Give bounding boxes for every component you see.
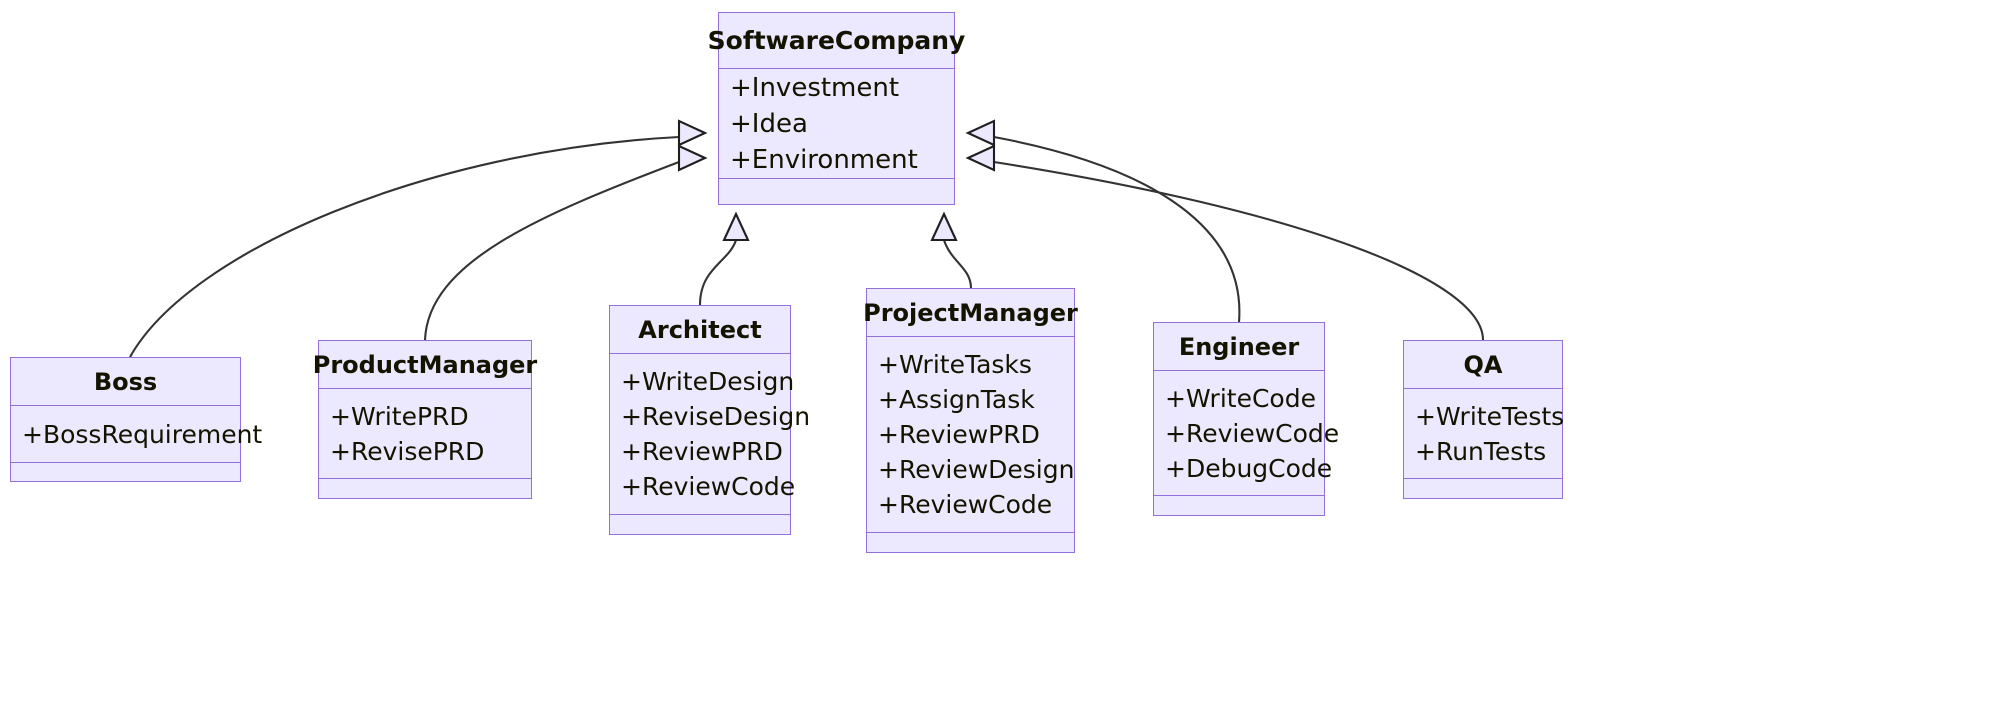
arrowhead-inheritance-qa [965,144,996,172]
class-attribute: +Investment [730,72,900,103]
class-title-software-company: SoftwareCompany [708,13,965,69]
arrowhead-inheritance-boss [677,119,708,147]
class-title-product-manager: ProductManager [313,341,537,389]
class-attribute: +ReviewCode [1165,418,1340,448]
class-attribute: +WriteTasks [878,350,1032,379]
class-node-architect[interactable]: Architect +WriteDesign +ReviseDesign +Revie… [609,305,811,535]
class-node-software-company[interactable]: SoftwareCompany+Investment +Idea +Environm… [708,12,965,205]
class-title-engineer: Engineer [1154,323,1324,371]
arrowhead-inheritance-product-manager [677,144,708,172]
class-methods-product-manager [319,479,531,498]
class-attribute: +WriteTests [1415,401,1565,431]
class-attributes-architect: +WriteDesign +ReviseDesign +ReviewPRD +Revi… [610,354,811,515]
class-attribute: +WriteCode [1165,383,1316,413]
class-attribute: +ReviewCode [621,472,796,501]
class-methods-architect [610,515,790,534]
class-attribute: +RevisePRD [330,436,485,466]
class-attribute: +ReviewCode [878,490,1053,519]
class-attribute: +Idea [730,108,808,139]
arrowhead-inheritance-architect [722,211,750,242]
class-attribute: +BossRequirement [22,419,263,449]
class-node-boss[interactable]: Boss +BossRequirement [10,357,263,482]
class-attribute: +WritePRD [330,401,469,431]
edge-architect-to-software-company [698,239,738,306]
class-attributes-product-manager: +WritePRD +RevisePRD [319,389,531,479]
class-methods-qa [1404,479,1562,498]
class-attribute: +ReviewPRD [621,437,783,466]
class-attributes-engineer: +WriteCode +ReviewCode +DebugCode [1154,371,1340,496]
class-node-project-manager[interactable]: ProjectManager +WriteTasks +AssignTask +Rev… [863,288,1078,553]
class-methods-project-manager [867,533,1074,552]
class-title-boss: Boss [11,358,240,406]
edge-boss-to-software-company [129,135,680,358]
edge-project-manager-to-software-company [942,239,973,289]
class-attribute: +WriteDesign [621,367,795,396]
class-title-architect: Architect [610,306,790,354]
class-attribute: +ReviewPRD [878,420,1040,449]
class-attributes-project-manager: +WriteTasks +AssignTask +ReviewPRD +ReviewD… [867,337,1074,533]
class-attribute: +DebugCode [1165,453,1333,483]
class-node-qa[interactable]: QA +WriteTests +RunTests [1403,340,1565,499]
class-title-qa: QA [1404,341,1562,389]
arrowhead-inheritance-engineer [965,119,996,147]
class-attribute: +ReviewDesign [878,455,1075,484]
class-attribute: +AssignTask [878,385,1035,414]
class-attributes-qa: +WriteTests +RunTests [1404,389,1565,479]
class-methods-engineer [1154,496,1324,515]
class-node-engineer[interactable]: Engineer +WriteCode +ReviewCode +DebugCode [1153,322,1340,516]
class-title-project-manager: ProjectManager [863,289,1078,337]
class-methods-boss [11,463,240,481]
class-attribute: +RunTests [1415,436,1547,466]
class-attributes-software-company: +Investment +Idea +Environment [719,69,954,179]
class-attributes-boss: +BossRequirement [11,406,263,463]
class-methods-software-company [719,179,954,204]
arrowhead-inheritance-project-manager [930,211,958,242]
class-attribute: +Environment [730,144,918,175]
class-node-product-manager[interactable]: ProductManager +WritePRD +RevisePRD [313,340,537,499]
class-attribute: +ReviseDesign [621,402,811,431]
